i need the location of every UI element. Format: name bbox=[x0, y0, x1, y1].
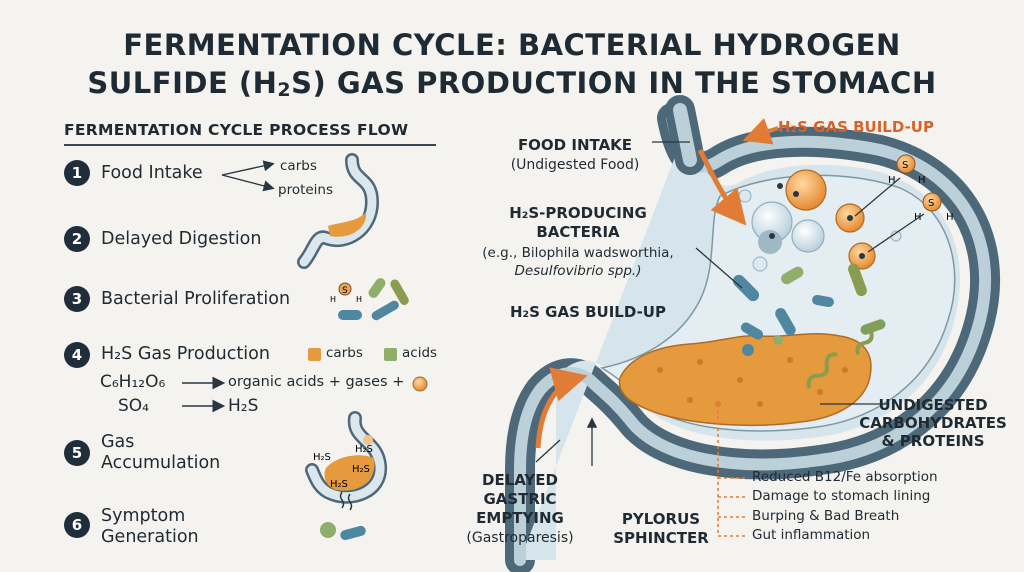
equation-1-right: organic acids + gases + bbox=[228, 374, 405, 390]
legend-carbs-swatch bbox=[308, 348, 321, 361]
equation-2-left: SO₄ bbox=[118, 396, 149, 416]
undigested-line-2: CARBOHYDRATES bbox=[859, 414, 1007, 432]
symptom-icons bbox=[320, 491, 366, 541]
bacteria-examples-2: Desulfovibrio spp.) bbox=[514, 263, 642, 279]
step-1-number: 1 bbox=[64, 160, 90, 186]
title-line-2: SULFIDE (H2S) GAS PRODUCTION IN THE STOM… bbox=[0, 64, 1024, 109]
gas-label-3: H₂S bbox=[352, 464, 370, 475]
step-6-label: Symptom Generation bbox=[101, 506, 199, 547]
delayed-line-1: DELAYED bbox=[482, 471, 558, 489]
title-line-2-sub: 2 bbox=[277, 79, 292, 101]
gas-buildup-arrow bbox=[742, 118, 779, 145]
mol-h2: H bbox=[356, 295, 362, 304]
pylorus-line-2: SPHINCTER bbox=[613, 529, 709, 547]
title-line-2-pre: SULFIDE (H bbox=[87, 66, 278, 100]
small-stomach-icon bbox=[297, 153, 380, 269]
flow-heading-underline bbox=[64, 144, 436, 146]
gas-buildup-mid-label: H₂S GAS BUILD-UP bbox=[510, 303, 666, 321]
mol-s: S bbox=[342, 286, 348, 296]
step-5-label: Gas Accumulation bbox=[101, 432, 221, 473]
big-mol-1-s: S bbox=[902, 160, 908, 171]
step-2-label: Delayed Digestion bbox=[101, 229, 262, 249]
intake-branch-arrows bbox=[221, 160, 275, 192]
food-flow-arrow bbox=[697, 148, 747, 226]
step-6-number: 6 bbox=[64, 512, 90, 538]
big-mol-1-h2: H bbox=[918, 175, 926, 186]
leader-lines bbox=[535, 141, 925, 466]
symptom-1: Reduced B12/Fe absorption bbox=[752, 469, 938, 485]
bacteria-examples-1: (e.g., Bilophila wadsworthia, bbox=[482, 245, 674, 261]
intake-branch-proteins: proteins bbox=[278, 182, 334, 198]
mol-h1: H bbox=[330, 295, 336, 304]
bacteria-icons-step3: S H H bbox=[330, 278, 409, 321]
title-line-2-post: S) GAS PRODUCTION IN THE STOMACH bbox=[291, 66, 937, 100]
undigested-line-1: UNDIGESTED bbox=[878, 396, 988, 414]
bacteria-title-2: BACTERIA bbox=[536, 223, 620, 241]
symptom-connector bbox=[717, 404, 748, 537]
legend-acids-swatch bbox=[384, 348, 397, 361]
equation-1-left: C₆H₁₂O₆ bbox=[100, 372, 166, 392]
emptying-flow-arrow bbox=[535, 367, 588, 449]
delayed-line-4: (Gastroparesis) bbox=[466, 530, 574, 546]
equation-2-right: H₂S bbox=[228, 396, 259, 416]
gas-buildup-top-label: H₂S GAS BUILD-UP bbox=[778, 118, 934, 136]
undigested-line-3: & PROTEINS bbox=[881, 432, 985, 450]
legend-acids-label: acids bbox=[402, 345, 438, 361]
step-3-number: 3 bbox=[64, 286, 90, 312]
gas-bubble-icon bbox=[412, 376, 428, 392]
food-intake-title: FOOD INTAKE bbox=[517, 136, 633, 154]
step-5-number: 5 bbox=[64, 440, 90, 466]
intake-branch-carbs: carbs bbox=[280, 158, 317, 174]
delayed-line-2: GASTRIC bbox=[483, 490, 557, 508]
page-title: FERMENTATION CYCLE: BACTERIAL HYDROGEN S… bbox=[0, 26, 1024, 109]
step-4-number: 4 bbox=[64, 342, 90, 368]
gas-accumulation-stomach-icon: H₂S H₂S H₂S H₂S bbox=[305, 411, 387, 504]
big-mol-2-h2: H bbox=[946, 212, 954, 223]
legend-carbs-label: carbs bbox=[326, 345, 363, 361]
symptom-3: Burping & Bad Breath bbox=[752, 508, 900, 524]
bacteria-title-1: H₂S-PRODUCING bbox=[509, 204, 647, 222]
symptom-4: Gut inflammation bbox=[752, 527, 871, 543]
pylorus-line-1: PYLORUS bbox=[621, 510, 701, 528]
symptom-2: Damage to stomach lining bbox=[752, 488, 931, 504]
step-4-label: H₂S Gas Production bbox=[101, 344, 270, 364]
big-mol-2-s: S bbox=[928, 198, 934, 209]
big-mol-1-h1: H bbox=[888, 175, 896, 186]
delayed-line-3: EMPTYING bbox=[476, 509, 564, 527]
food-intake-sub: (Undigested Food) bbox=[510, 157, 640, 173]
step-2-number: 2 bbox=[64, 226, 90, 252]
flow-heading: FERMENTATION CYCLE PROCESS FLOW bbox=[64, 121, 409, 139]
title-line-1: FERMENTATION CYCLE: BACTERIAL HYDROGEN bbox=[123, 28, 901, 62]
gas-label-4: H₂S bbox=[330, 479, 348, 490]
step-1-label: Food Intake bbox=[101, 163, 203, 183]
gas-label-1: H₂S bbox=[313, 452, 331, 463]
step-3-label: Bacterial Proliferation bbox=[101, 289, 291, 309]
gas-label-2: H₂S bbox=[355, 444, 373, 455]
symptom-connector-dot bbox=[715, 401, 721, 407]
